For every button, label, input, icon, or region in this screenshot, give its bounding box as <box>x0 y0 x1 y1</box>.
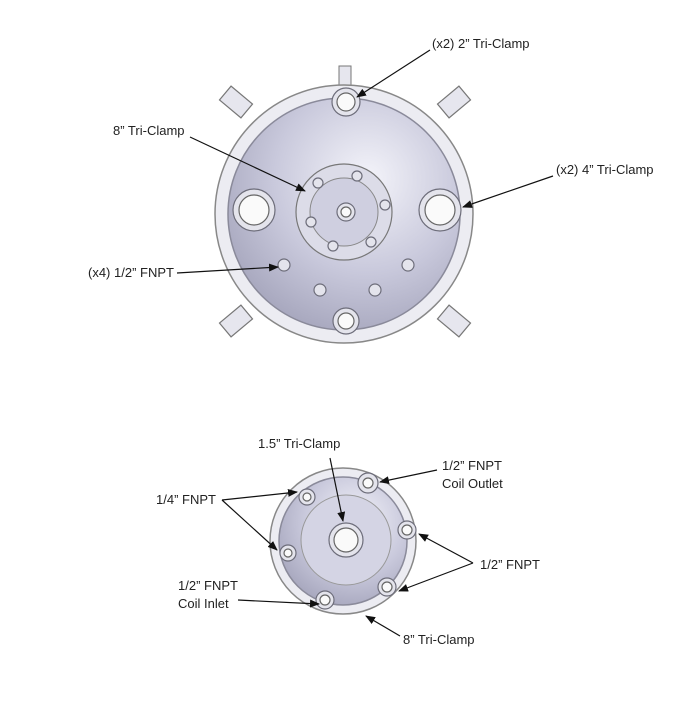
label-8in-tri-clamp: 8” Tri-Clamp <box>113 123 185 138</box>
arrow <box>365 615 401 637</box>
mounting-brackets <box>218 85 472 338</box>
half-inch-fnpt-fittings <box>277 258 415 297</box>
arrow <box>237 599 320 608</box>
arrow <box>462 175 554 208</box>
arrow <box>398 562 474 592</box>
arrow <box>356 49 431 98</box>
arrow <box>189 136 306 192</box>
label-2in-tri-clamp: (x2) 2” Tri-Clamp <box>432 36 530 51</box>
top-lid <box>214 65 474 344</box>
arrow <box>329 457 346 522</box>
center-bore <box>340 206 352 218</box>
label-half-fnpt-bottom: 1/2” FNPT <box>480 557 540 572</box>
bottom-dish <box>269 467 417 615</box>
arrow <box>176 263 279 274</box>
label-quarter-fnpt: 1/4” FNPT <box>156 492 216 507</box>
label-coil-outlet: Coil Outlet <box>442 476 503 491</box>
arrow <box>379 469 438 485</box>
label-8in-tri-clamp-bottom: 8” Tri-Clamp <box>403 632 475 647</box>
label-4in-tri-clamp: (x2) 4” Tri-Clamp <box>556 162 654 177</box>
label-coil-inlet: Coil Inlet <box>178 596 229 611</box>
arrow <box>221 488 298 501</box>
label-half-fnpt: (x4) 1/2” FNPT <box>88 265 174 280</box>
label-1-5in-tri-clamp: 1.5” Tri-Clamp <box>258 436 340 451</box>
arrow <box>221 499 278 551</box>
label-coil-inlet-size: 1/2” FNPT <box>178 578 238 593</box>
label-coil-outlet-size: 1/2” FNPT <box>442 458 502 473</box>
center-fittings <box>305 170 391 252</box>
arrow <box>418 533 474 564</box>
